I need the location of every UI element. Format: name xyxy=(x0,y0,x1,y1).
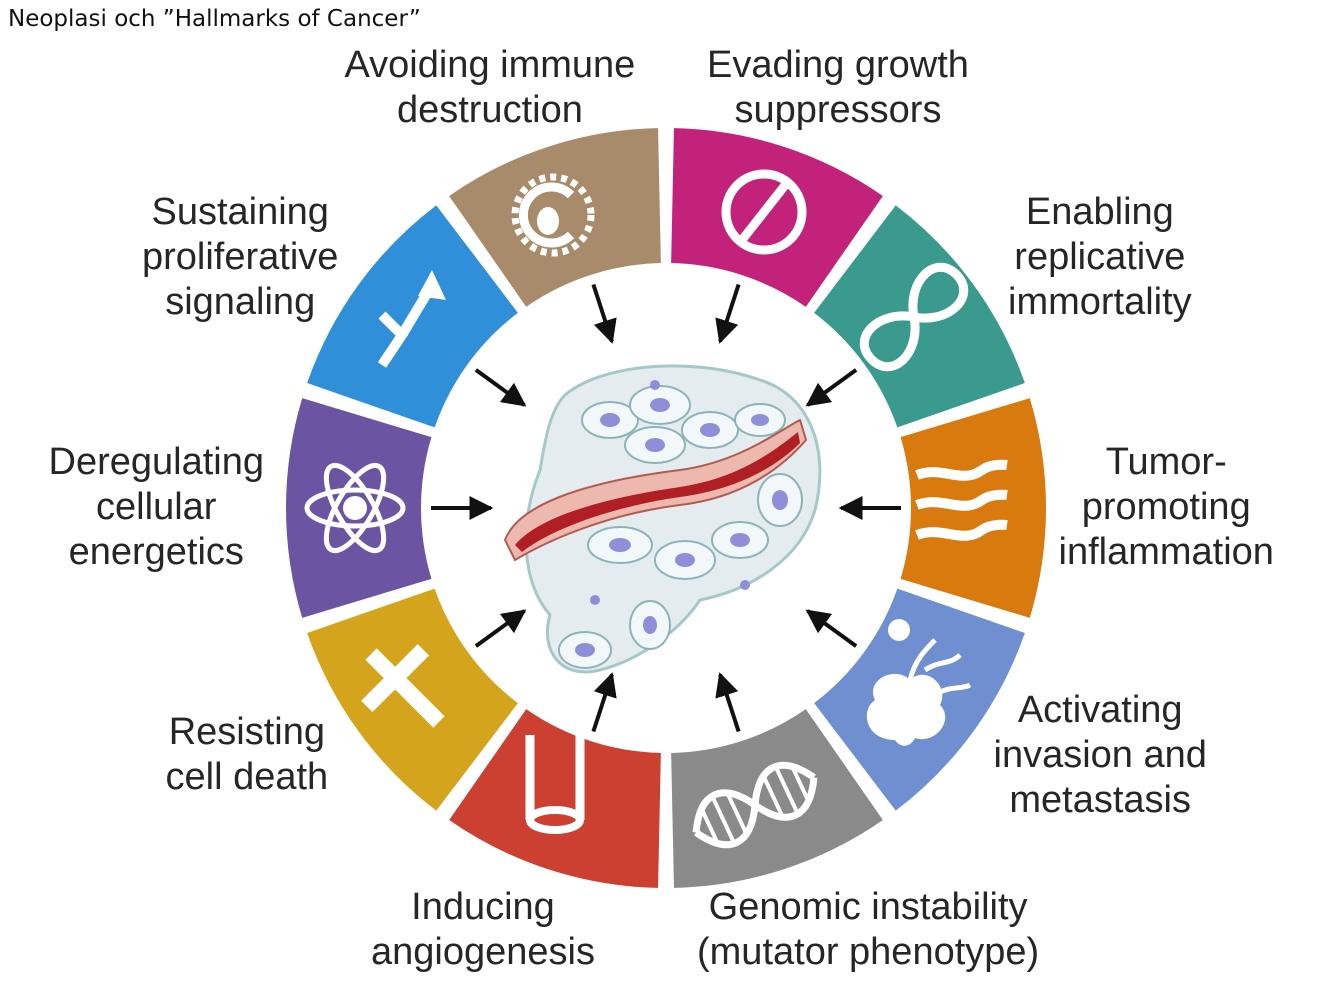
arrow-immortality xyxy=(805,368,858,407)
page-title: Neoplasi och ”Hallmarks of Cancer” xyxy=(8,6,421,32)
label-line: energetics xyxy=(68,531,244,573)
label-line: Inducing xyxy=(411,886,555,928)
label-line: Evading growth xyxy=(707,44,969,86)
prohibited-icon xyxy=(721,169,807,255)
segment-angiogenesis xyxy=(449,709,661,888)
label-line: immortality xyxy=(1008,281,1192,323)
label-line: Sustaining xyxy=(151,191,329,233)
label-line: angiogenesis xyxy=(371,931,595,973)
label-line: Genomic instability xyxy=(708,886,1028,928)
arrow-proliferative xyxy=(474,368,527,407)
arrow-growth xyxy=(715,283,741,344)
immune-cell-icon xyxy=(511,173,595,257)
blood-vessel xyxy=(503,418,808,562)
tumor-cells xyxy=(558,385,803,669)
metastasis-cell-icon xyxy=(866,619,972,746)
cell-nuclei xyxy=(575,380,788,657)
label-line: cell death xyxy=(165,756,329,798)
label-line: suppressors xyxy=(734,89,942,131)
dna-icon xyxy=(692,761,818,849)
label-line: Resisting xyxy=(168,711,325,753)
label-line: Enabling xyxy=(1025,191,1174,233)
label-line: (mutator phenotype) xyxy=(697,931,1040,973)
atom-icon xyxy=(304,462,406,554)
label-line: metastasis xyxy=(1009,779,1191,821)
signaling-arrow-icon xyxy=(377,270,446,368)
segment-growth xyxy=(671,128,883,307)
pointer-arrows xyxy=(431,283,901,733)
arrow-angiogenesis xyxy=(591,672,617,733)
label-line: Deregulating xyxy=(48,441,264,483)
label-line: promoting xyxy=(1081,486,1251,528)
label-line: Activating xyxy=(1017,689,1183,731)
tumor-illustration xyxy=(503,364,822,674)
arrow-invasion xyxy=(805,609,858,648)
arrow-immune xyxy=(591,283,617,344)
blood-vessel-icon xyxy=(525,735,585,834)
label-line: cellular xyxy=(96,486,217,528)
label-line: Avoiding immune xyxy=(344,44,636,86)
cross-icon xyxy=(361,644,445,728)
label-line: signaling xyxy=(165,281,316,323)
flames-icon xyxy=(915,459,1008,541)
label-line: destruction xyxy=(396,89,583,131)
label-line: inflammation xyxy=(1058,531,1274,573)
label-line: Tumor- xyxy=(1105,441,1227,483)
arrow-cell-death xyxy=(474,609,527,648)
hallmark-icons xyxy=(304,169,1008,849)
label-genomic: Genomic instability(mutator phenotype) xyxy=(697,885,1039,975)
label-line: invasion and xyxy=(993,734,1207,776)
label-line: replicative xyxy=(1014,236,1186,278)
arrow-genomic xyxy=(715,672,741,733)
infinity-icon xyxy=(859,262,969,372)
label-line: proliferative xyxy=(142,236,339,278)
